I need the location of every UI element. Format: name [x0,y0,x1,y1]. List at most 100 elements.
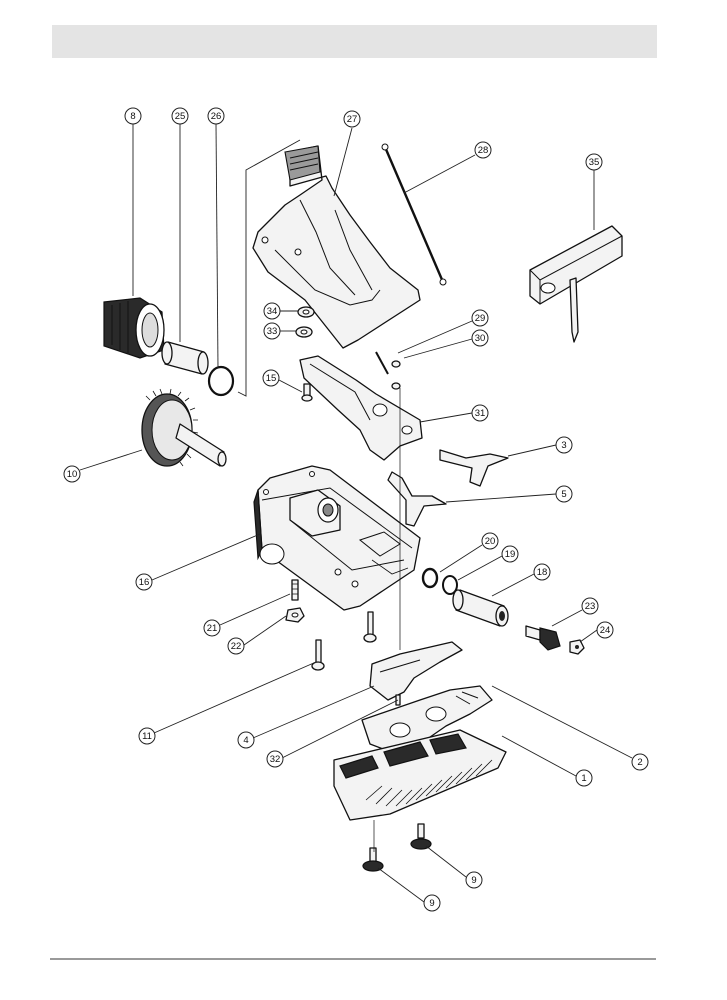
part-upper-housing [252,145,421,349]
callout-9a: 9 [465,871,483,889]
callout-circle [207,107,225,125]
part-fork-3 [439,449,509,487]
callout-15: 15 [262,369,280,387]
callout-number: 35 [589,157,600,168]
part-nut-24 [569,639,585,655]
callout-circle [266,750,284,768]
callout-number: 2 [637,757,642,768]
callout-10: 10 [63,465,81,483]
callout-34: 34 [263,302,281,320]
callout-20: 20 [481,532,499,550]
callout-circle [237,731,255,749]
callout-29: 29 [471,309,489,327]
callout-number: 1 [581,773,586,784]
part-collar [103,297,165,359]
callout-27: 27 [343,110,361,128]
callout-circle [465,871,483,889]
callout-35: 35 [585,153,603,171]
callout-number: 21 [207,623,218,634]
callout-4: 4 [237,731,255,749]
callout-circle [501,545,519,563]
callout-number: 26 [211,111,222,122]
callout-circle [203,619,221,637]
callout-number: 25 [175,111,186,122]
callout-number: 24 [600,625,611,636]
part-screw-center [363,611,377,643]
callout-number: 16 [139,577,150,588]
part-fork-5 [387,471,447,527]
callout-circle [596,621,614,639]
callout-31: 31 [471,404,489,422]
callout-circle [631,753,649,771]
part-screw-15 [301,383,313,402]
callout-number: 19 [505,549,516,560]
callout-23: 23 [581,597,599,615]
callout-number: 9 [471,875,476,886]
callout-number: 32 [270,754,281,765]
callout-circle [423,894,441,912]
callout-circle [474,141,492,159]
callout-22: 22 [227,637,245,655]
part-ring-20 [421,567,439,589]
callout-number: 30 [475,333,486,344]
callout-circle [471,329,489,347]
callout-circle [555,436,573,454]
part-comb-bracket [369,641,463,701]
callout-number: 15 [266,373,277,384]
part-bushing [452,589,509,627]
callout-circle [262,369,280,387]
callout-16: 16 [135,573,153,591]
callout-24: 24 [596,621,614,639]
part-pin-clip [375,351,401,390]
callout-number: 31 [475,408,486,419]
callout-28: 28 [474,141,492,159]
callout-1: 1 [575,769,593,787]
part-sleeve [161,341,209,375]
part-ring-19 [442,575,458,595]
callout-number: 10 [67,469,78,480]
callout-circle [171,107,189,125]
callout-circle [585,153,603,171]
part-rod [381,143,447,286]
part-comb [333,729,507,821]
header-bar [52,25,657,58]
callout-number: 4 [243,735,248,746]
part-screw-11 [311,639,325,671]
callout-number: 20 [485,536,496,547]
callout-number: 27 [347,114,358,125]
callout-circle [138,727,156,745]
callout-2: 2 [631,753,649,771]
callout-number: 34 [267,306,278,317]
part-screw-21 [291,579,299,601]
callout-number: 11 [142,731,152,742]
callout-number: 33 [267,326,278,337]
callout-number: 28 [478,145,489,156]
callout-3: 3 [555,436,573,454]
callout-number: 18 [537,567,548,578]
callout-26: 26 [207,107,225,125]
callout-circle [581,597,599,615]
part-eccentric [525,625,561,651]
callout-11: 11 [138,727,156,745]
callout-number: 29 [475,313,486,324]
callout-number: 8 [130,111,135,122]
callout-8: 8 [124,107,142,125]
callout-19: 19 [501,545,519,563]
callout-circle [471,404,489,422]
part-comb-screw-a [410,823,432,850]
callout-circle [263,302,281,320]
callout-33: 33 [263,322,281,340]
part-main-body [253,465,421,611]
callout-circle [227,637,245,655]
callout-circle [63,465,81,483]
callout-5: 5 [555,485,573,503]
callout-circle [555,485,573,503]
footer-rule [50,958,656,960]
callout-circle [575,769,593,787]
callout-number: 3 [561,440,566,451]
callout-number: 9 [429,898,434,909]
part-comb-screw-b [362,847,384,872]
callout-circle [263,322,281,340]
